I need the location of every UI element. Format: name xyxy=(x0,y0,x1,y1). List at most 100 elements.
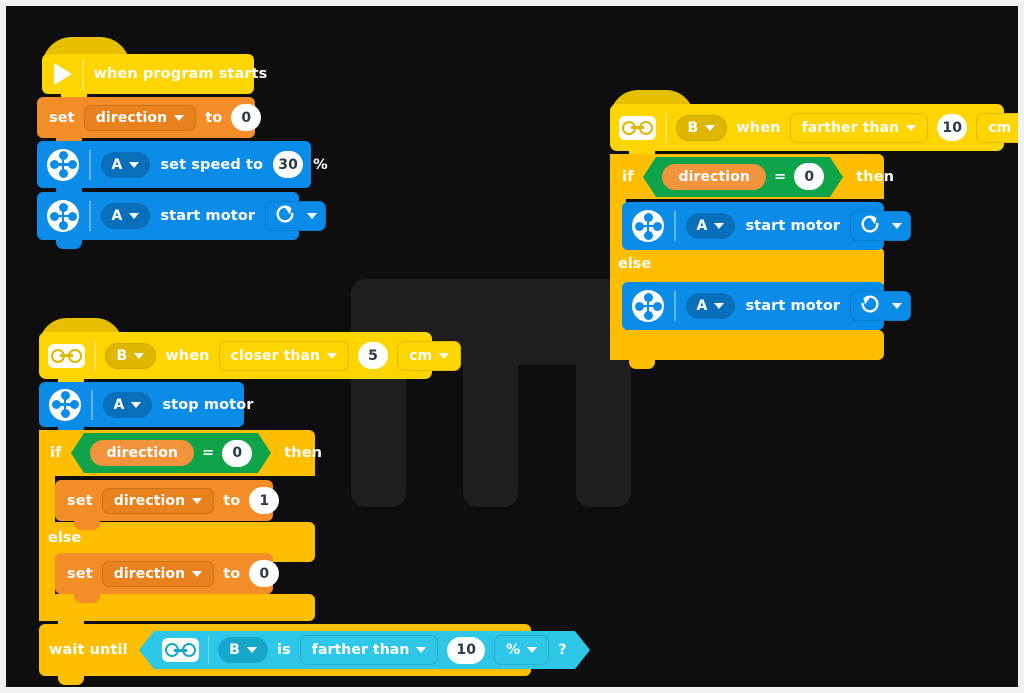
port-dropdown-b[interactable]: B xyxy=(675,114,728,141)
motor-action-label: set speed to xyxy=(160,156,264,173)
motor-icon xyxy=(47,148,79,181)
port-dropdown-b[interactable]: B xyxy=(104,342,157,369)
block-notch xyxy=(58,676,84,685)
threshold-input[interactable]: 10 xyxy=(447,636,486,664)
motor-action-label: start motor xyxy=(745,298,841,314)
port-dropdown-a[interactable]: A xyxy=(100,151,151,178)
chevron-down-icon xyxy=(134,352,145,359)
chevron-down-icon xyxy=(705,124,716,131)
unit-dropdown-percent[interactable]: % xyxy=(494,635,550,665)
block-motor-stop[interactable]: A stop motor xyxy=(39,382,253,427)
port-name: A xyxy=(696,218,708,234)
comparison-label: farther than xyxy=(311,642,410,658)
chevron-down-icon xyxy=(307,213,318,219)
to-label: to xyxy=(205,109,223,126)
block-programming-canvas[interactable]: when program starts set direction to 0 A… xyxy=(6,6,1018,687)
chevron-down-icon xyxy=(416,647,427,653)
comparison-label: farther than xyxy=(801,119,900,136)
block-motor-start-clockwise[interactable]: A start motor xyxy=(37,192,327,240)
block-notch xyxy=(74,521,100,530)
variable-dropdown-direction[interactable]: direction xyxy=(101,487,215,514)
if-row-2: if direction = 0 then xyxy=(618,156,894,197)
chevron-down-icon xyxy=(906,124,917,131)
distance-input[interactable]: 10 xyxy=(937,114,968,141)
operator-equals-2[interactable]: direction = 0 xyxy=(643,156,843,197)
variable-dropdown-direction[interactable]: direction xyxy=(83,104,197,131)
distance-input[interactable]: 5 xyxy=(358,342,389,369)
port-dropdown-a[interactable]: A xyxy=(685,293,736,319)
block-when-program-starts[interactable]: when program starts xyxy=(42,54,267,94)
divider xyxy=(665,112,667,143)
block-set-direction-1[interactable]: set direction to 1 xyxy=(55,480,280,521)
then-label: then xyxy=(856,168,895,185)
value-input[interactable]: 0 xyxy=(249,560,280,587)
divider xyxy=(89,201,91,231)
sensor-condition-boolean[interactable]: B is farther than 10 % ? xyxy=(138,631,590,669)
block-when-farther-than[interactable]: B when farther than 10 cm xyxy=(610,104,1018,151)
block-set-direction-0-else[interactable]: set direction to 0 xyxy=(55,553,280,594)
chevron-down-icon xyxy=(714,303,725,309)
chevron-down-icon xyxy=(192,570,203,577)
if-label: if xyxy=(622,168,634,185)
speed-input[interactable]: 30 xyxy=(273,151,304,178)
rotate-clockwise-icon xyxy=(859,213,885,239)
operand-input[interactable]: 0 xyxy=(794,163,825,190)
port-dropdown-a[interactable]: A xyxy=(685,213,736,239)
rotate-clockwise-icon xyxy=(274,203,300,229)
chevron-down-icon xyxy=(129,161,140,168)
comparison-dropdown[interactable]: farther than xyxy=(299,635,439,665)
variable-reporter-direction[interactable]: direction xyxy=(90,440,194,466)
port-dropdown-b[interactable]: B xyxy=(218,637,268,663)
block-set-direction-0[interactable]: set direction to 0 xyxy=(37,97,262,138)
if-else-bottom-bar[interactable] xyxy=(610,330,884,360)
direction-dropdown-clockwise[interactable] xyxy=(265,201,327,231)
value-input[interactable]: 0 xyxy=(231,104,262,131)
operand-input[interactable]: 0 xyxy=(222,439,253,467)
distance-sensor-icon xyxy=(161,638,199,662)
if-label: if xyxy=(50,445,62,461)
comparison-dropdown[interactable]: closer than xyxy=(218,340,350,371)
block-motor-start-counterclockwise[interactable]: A start motor xyxy=(622,282,912,330)
block-notch xyxy=(56,240,82,249)
direction-dropdown-counterclockwise[interactable] xyxy=(850,291,912,321)
block-motor-set-speed[interactable]: A set speed to 30 % xyxy=(37,141,328,188)
divider xyxy=(674,211,676,241)
unit-dropdown-cm[interactable]: cm xyxy=(976,112,1018,143)
unit-label: cm xyxy=(409,347,433,364)
when-label: when xyxy=(165,347,210,364)
motor-action-label: stop motor xyxy=(162,396,254,413)
block-when-closer-than[interactable]: B when closer than 5 cm xyxy=(39,332,462,379)
motor-action-label: start motor xyxy=(160,208,256,224)
variable-name: direction xyxy=(113,565,186,582)
wait-until-label: wait until xyxy=(49,642,128,658)
chevron-down-icon xyxy=(129,213,140,219)
unit-label: cm xyxy=(988,119,1012,136)
is-label: is xyxy=(276,642,291,658)
variable-dropdown-direction[interactable]: direction xyxy=(101,560,215,587)
port-name: B xyxy=(687,119,699,136)
distance-sensor-icon xyxy=(619,115,656,140)
operator-symbol: = xyxy=(201,445,215,461)
variable-reporter-direction[interactable]: direction xyxy=(662,163,766,190)
motor-action-label: start motor xyxy=(745,218,841,234)
direction-dropdown-clockwise[interactable] xyxy=(850,211,912,241)
port-name: B xyxy=(229,642,240,658)
to-label: to xyxy=(223,565,241,582)
chevron-down-icon xyxy=(714,223,725,229)
divider xyxy=(91,389,93,420)
comparison-label: closer than xyxy=(230,347,321,364)
value-input[interactable]: 1 xyxy=(249,487,280,514)
block-wait-until[interactable]: wait until B is farther than 10 % ? xyxy=(39,624,590,676)
unit-dropdown-cm[interactable]: cm xyxy=(397,340,462,371)
comparison-dropdown[interactable]: farther than xyxy=(789,112,929,143)
to-label: to xyxy=(223,492,241,509)
when-label: when xyxy=(736,119,781,136)
variable-name: direction xyxy=(106,445,178,461)
block-motor-start-clockwise-2[interactable]: A start motor xyxy=(622,202,912,250)
operator-equals-1[interactable]: direction = 0 xyxy=(71,433,271,473)
else-label-2: else xyxy=(618,256,652,272)
set-prefix-label: set xyxy=(67,492,93,509)
distance-sensor-icon xyxy=(48,343,85,368)
port-dropdown-a[interactable]: A xyxy=(100,203,151,229)
port-dropdown-a[interactable]: A xyxy=(102,391,153,418)
